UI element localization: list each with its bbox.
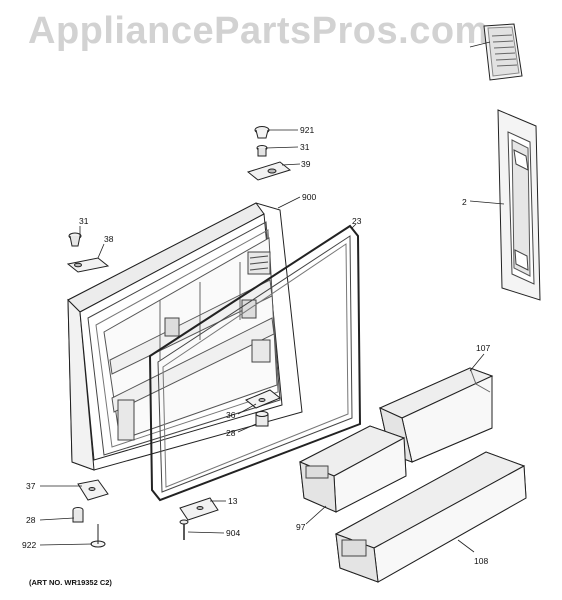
door-handle[interactable] bbox=[498, 110, 540, 300]
callout-13: 13 bbox=[228, 496, 238, 506]
callout-23: 23 bbox=[352, 216, 362, 226]
callout-28-lower: 28 bbox=[26, 515, 36, 525]
lower-right-hinge-parts[interactable] bbox=[180, 498, 218, 540]
callout-904: 904 bbox=[226, 528, 241, 538]
art-number: (ART NO. WR19352 C2) bbox=[29, 578, 112, 587]
callout-107: 107 bbox=[476, 343, 491, 353]
watermark-logo: AppliancePartsPros.com bbox=[28, 10, 489, 52]
callout-922: 922 bbox=[22, 540, 37, 550]
callout-28-middle: 28 bbox=[226, 428, 236, 438]
callout-900: 900 bbox=[302, 192, 317, 202]
lower-door-bin[interactable] bbox=[336, 452, 526, 582]
door-gasket[interactable] bbox=[150, 226, 360, 500]
callout-108: 108 bbox=[474, 556, 489, 566]
callout-2: 2 bbox=[462, 197, 467, 207]
callout-38: 38 bbox=[104, 234, 114, 244]
manual-booklet[interactable] bbox=[484, 24, 522, 80]
callout-31-left: 31 bbox=[79, 216, 89, 226]
callout-36: 36 bbox=[226, 410, 236, 420]
callout-37: 37 bbox=[26, 481, 36, 491]
middle-hinge-parts[interactable] bbox=[246, 390, 280, 426]
upper-hinge-parts[interactable] bbox=[248, 127, 290, 181]
callout-39: 39 bbox=[301, 159, 311, 169]
callout-921: 921 bbox=[300, 125, 315, 135]
middle-door-bin[interactable] bbox=[300, 426, 406, 512]
lower-left-hinge-parts[interactable] bbox=[73, 480, 108, 547]
leader-lines bbox=[40, 42, 504, 552]
left-hinge-parts[interactable] bbox=[68, 233, 108, 272]
callout-31-top: 31 bbox=[300, 142, 310, 152]
callout-97: 97 bbox=[296, 522, 306, 532]
